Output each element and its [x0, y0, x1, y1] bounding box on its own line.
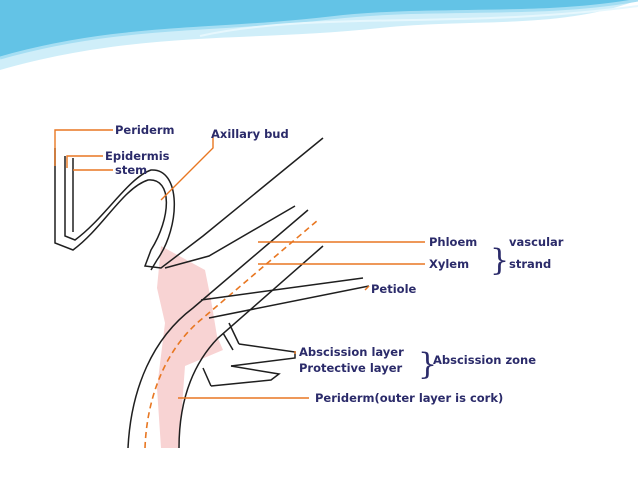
label-vascular: vascular [509, 235, 564, 249]
leader-lines [54, 129, 425, 399]
label-protective-layer: Protective layer [299, 361, 402, 375]
label-periderm-cork: Periderm(outer layer is cork) [315, 391, 503, 405]
label-phloem: Phloem [429, 235, 477, 249]
label-stem: stem [115, 163, 147, 177]
axillary-bud-outline [164, 205, 296, 269]
label-abscission-zone: Abscission zone [433, 353, 536, 367]
slide-header-wave [0, 0, 638, 70]
label-strand: strand [509, 257, 551, 271]
leaf-abscission-diagram: Periderm Axillary bud Epidermis stem Phl… [33, 118, 573, 448]
abscission-zone-shading [157, 246, 223, 448]
vascular-brace: } [490, 243, 509, 278]
label-xylem: Xylem [429, 257, 469, 271]
label-abscission-layer: Abscission layer [299, 345, 404, 359]
label-petiole: Petiole [371, 282, 417, 296]
abscission-brace: } [418, 347, 437, 382]
diagram-canvas: Periderm Axillary bud Epidermis stem Phl… [54, 123, 564, 448]
vascular-strand [127, 209, 324, 448]
label-axillary-bud: Axillary bud [211, 127, 289, 141]
label-periderm: Periderm [115, 123, 175, 137]
petiole-outline [200, 277, 370, 387]
label-epidermis: Epidermis [105, 149, 170, 163]
